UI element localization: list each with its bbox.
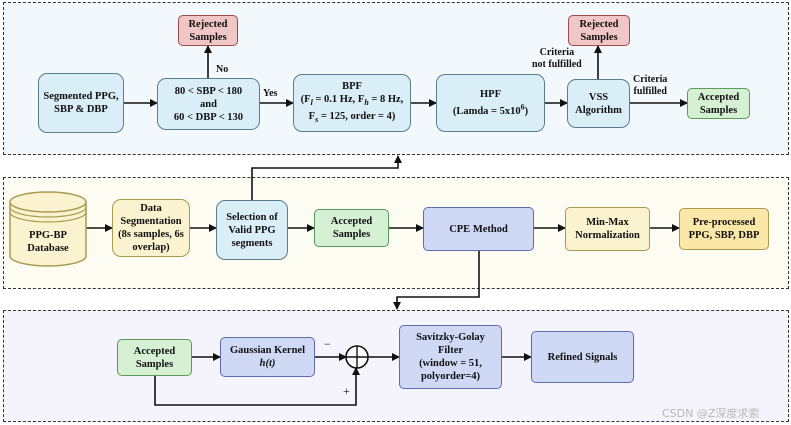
- gaussian-function-label: h(t): [259, 358, 276, 369]
- rejected-1-line-2: Samples: [189, 31, 227, 43]
- sel-line-3: segments: [231, 237, 273, 249]
- database-icon: [9, 191, 87, 267]
- summing-junction-icon: [345, 345, 369, 369]
- rejected-2-line-1: Rejected: [579, 18, 619, 30]
- accepted-mid-line-1: Accepted: [330, 216, 373, 227]
- accepted-samples-box-bottom: Accepted Samples: [117, 339, 192, 376]
- preproc-line-2: PPG, SBP, DBP: [688, 230, 760, 241]
- bp-range-check-box: 80 < SBP < 180 and 60 < DBP < 130: [157, 78, 260, 130]
- yes-label: Yes: [263, 88, 278, 99]
- sg-line-4: polyorder=4): [420, 371, 481, 382]
- accepted-samples-box-middle: Accepted Samples: [314, 209, 389, 247]
- rejected-samples-box-2: Rejected Samples: [568, 15, 630, 46]
- sg-line-1: Savitzky-Golay: [416, 332, 485, 343]
- watermark: CSDN @Z深度求索: [662, 407, 760, 420]
- range-line-3: 60 < DBP < 130: [173, 111, 244, 123]
- savitzky-golay-filter-box: Savitzky-Golay Filter (window = 51, poly…: [399, 325, 502, 389]
- rejected-2-line-2: Samples: [580, 31, 618, 43]
- rejected-1-line-1: Rejected: [188, 18, 228, 30]
- gaussian-label: Gaussian Kernel: [230, 345, 305, 356]
- refined-label: Refined Signals: [547, 351, 618, 363]
- hpf-line: (Lamda = 5x106): [452, 102, 529, 118]
- accepted-mid-line-2: Samples: [332, 229, 371, 240]
- seg-line-4: overlap): [132, 242, 170, 253]
- bpf-line-1: (Fl = 0.1 Hz, Fh = 8 Hz,: [300, 94, 404, 108]
- sel-line-2: Valid PPG: [228, 224, 276, 236]
- bpf-line-2: Fs = 125, order = 4): [308, 110, 396, 124]
- sel-line-1: Selection of: [226, 211, 278, 223]
- minmax-line-2: Normalization: [575, 230, 640, 241]
- seg-line-3: (8s samples, 6s: [118, 229, 184, 240]
- accepted-bot-line-1: Accepted: [133, 345, 176, 357]
- seg-line-2: Segmentation: [120, 216, 182, 227]
- min-max-normalization-box: Min-Max Normalization: [565, 207, 650, 251]
- cpe-method-box: CPE Method: [423, 207, 534, 251]
- sg-line-3: (window = 51,: [419, 358, 482, 369]
- data-segmentation-box: Data Segmentation (8s samples, 6s overla…: [112, 199, 190, 257]
- preproc-line-1: Pre-processed: [692, 217, 756, 228]
- hpf-box: HPF (Lamda = 5x106): [436, 74, 545, 132]
- segmented-line-2: SBP & DBP: [54, 104, 108, 115]
- minmax-line-1: Min-Max: [586, 217, 629, 228]
- segmented-line-1: Segmented PPG,: [43, 91, 119, 102]
- bpf-box: BPF (Fl = 0.1 Hz, Fh = 8 Hz, Fs = 125, o…: [293, 74, 411, 132]
- plus-sign: +: [343, 384, 350, 398]
- vss-line-2: Algorithm: [575, 104, 622, 116]
- bpf-title: BPF: [342, 81, 362, 93]
- cpe-label: CPE Method: [449, 223, 508, 235]
- no-label: No: [216, 64, 229, 75]
- vss-line-1: VSS: [588, 91, 609, 103]
- refined-signals-box: Refined Signals: [531, 331, 634, 383]
- seg-line-1: Data: [140, 203, 162, 214]
- accepted-top-line-2: Samples: [699, 104, 738, 116]
- gaussian-kernel-box: Gaussian Kernel h(t): [220, 337, 315, 377]
- preprocessed-output-box: Pre-processed PPG, SBP, DBP: [679, 208, 769, 250]
- selection-valid-ppg-box: Selection of Valid PPG segments: [216, 200, 288, 260]
- sg-line-2: Filter: [437, 345, 464, 356]
- accepted-bot-line-2: Samples: [135, 358, 174, 370]
- accepted-top-line-1: Accepted: [697, 91, 740, 103]
- range-line-2: and: [200, 98, 217, 110]
- hpf-title: HPF: [479, 88, 501, 100]
- vss-algorithm-box: VSS Algorithm: [567, 79, 630, 128]
- accepted-samples-box-top: Accepted Samples: [687, 88, 750, 119]
- minus-sign: −: [324, 337, 331, 351]
- segmented-signals-box: Segmented PPG, SBP & DBP: [38, 73, 124, 133]
- rejected-samples-box-1: Rejected Samples: [178, 15, 238, 46]
- range-line-1: 80 < SBP < 180: [174, 85, 243, 97]
